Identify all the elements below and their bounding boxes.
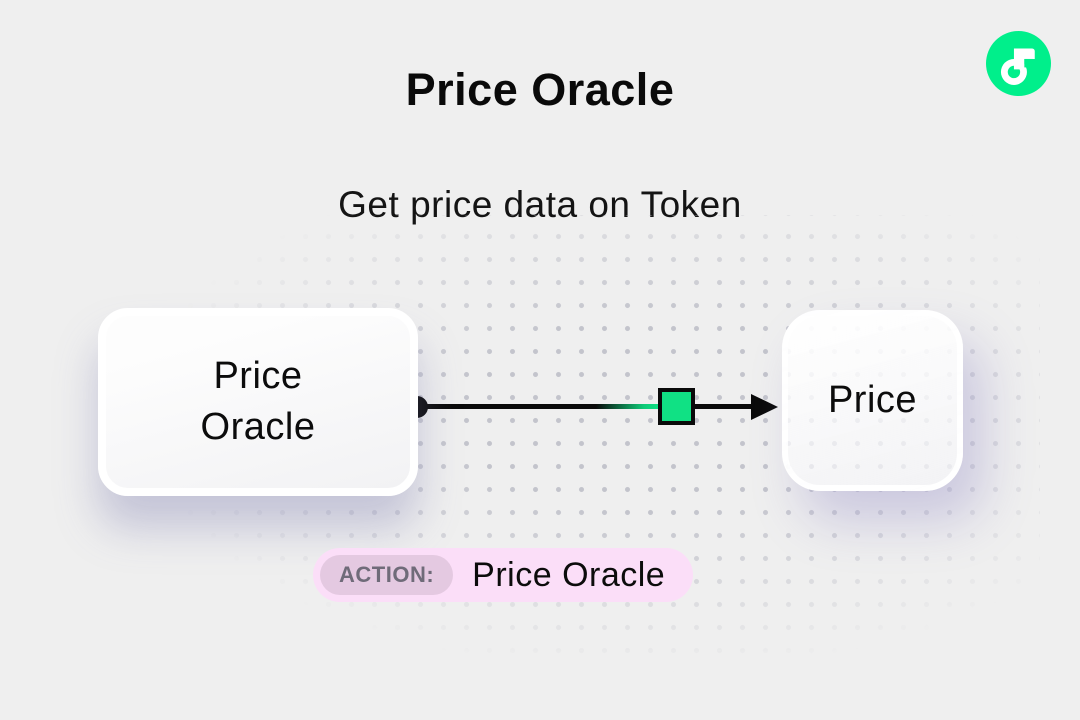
- connector-line: [417, 404, 757, 409]
- node-price-label: Price: [827, 378, 918, 421]
- connector-packet-square: [658, 388, 695, 425]
- node-price-oracle: Price Oracle: [98, 308, 418, 496]
- action-badge-value: Price Oracle: [472, 555, 666, 594]
- page-title: Price Oracle: [405, 64, 675, 115]
- arrowhead-icon: [751, 394, 778, 420]
- node-price-oracle-label: Price Oracle: [200, 354, 316, 448]
- action-badge-label: ACTION:: [320, 555, 454, 595]
- action-badge: ACTION: Price Oracle: [313, 548, 694, 602]
- node-price: Price: [782, 310, 963, 491]
- connector-line-green-gradient: [596, 404, 660, 409]
- flow-logo-icon: [986, 31, 1051, 96]
